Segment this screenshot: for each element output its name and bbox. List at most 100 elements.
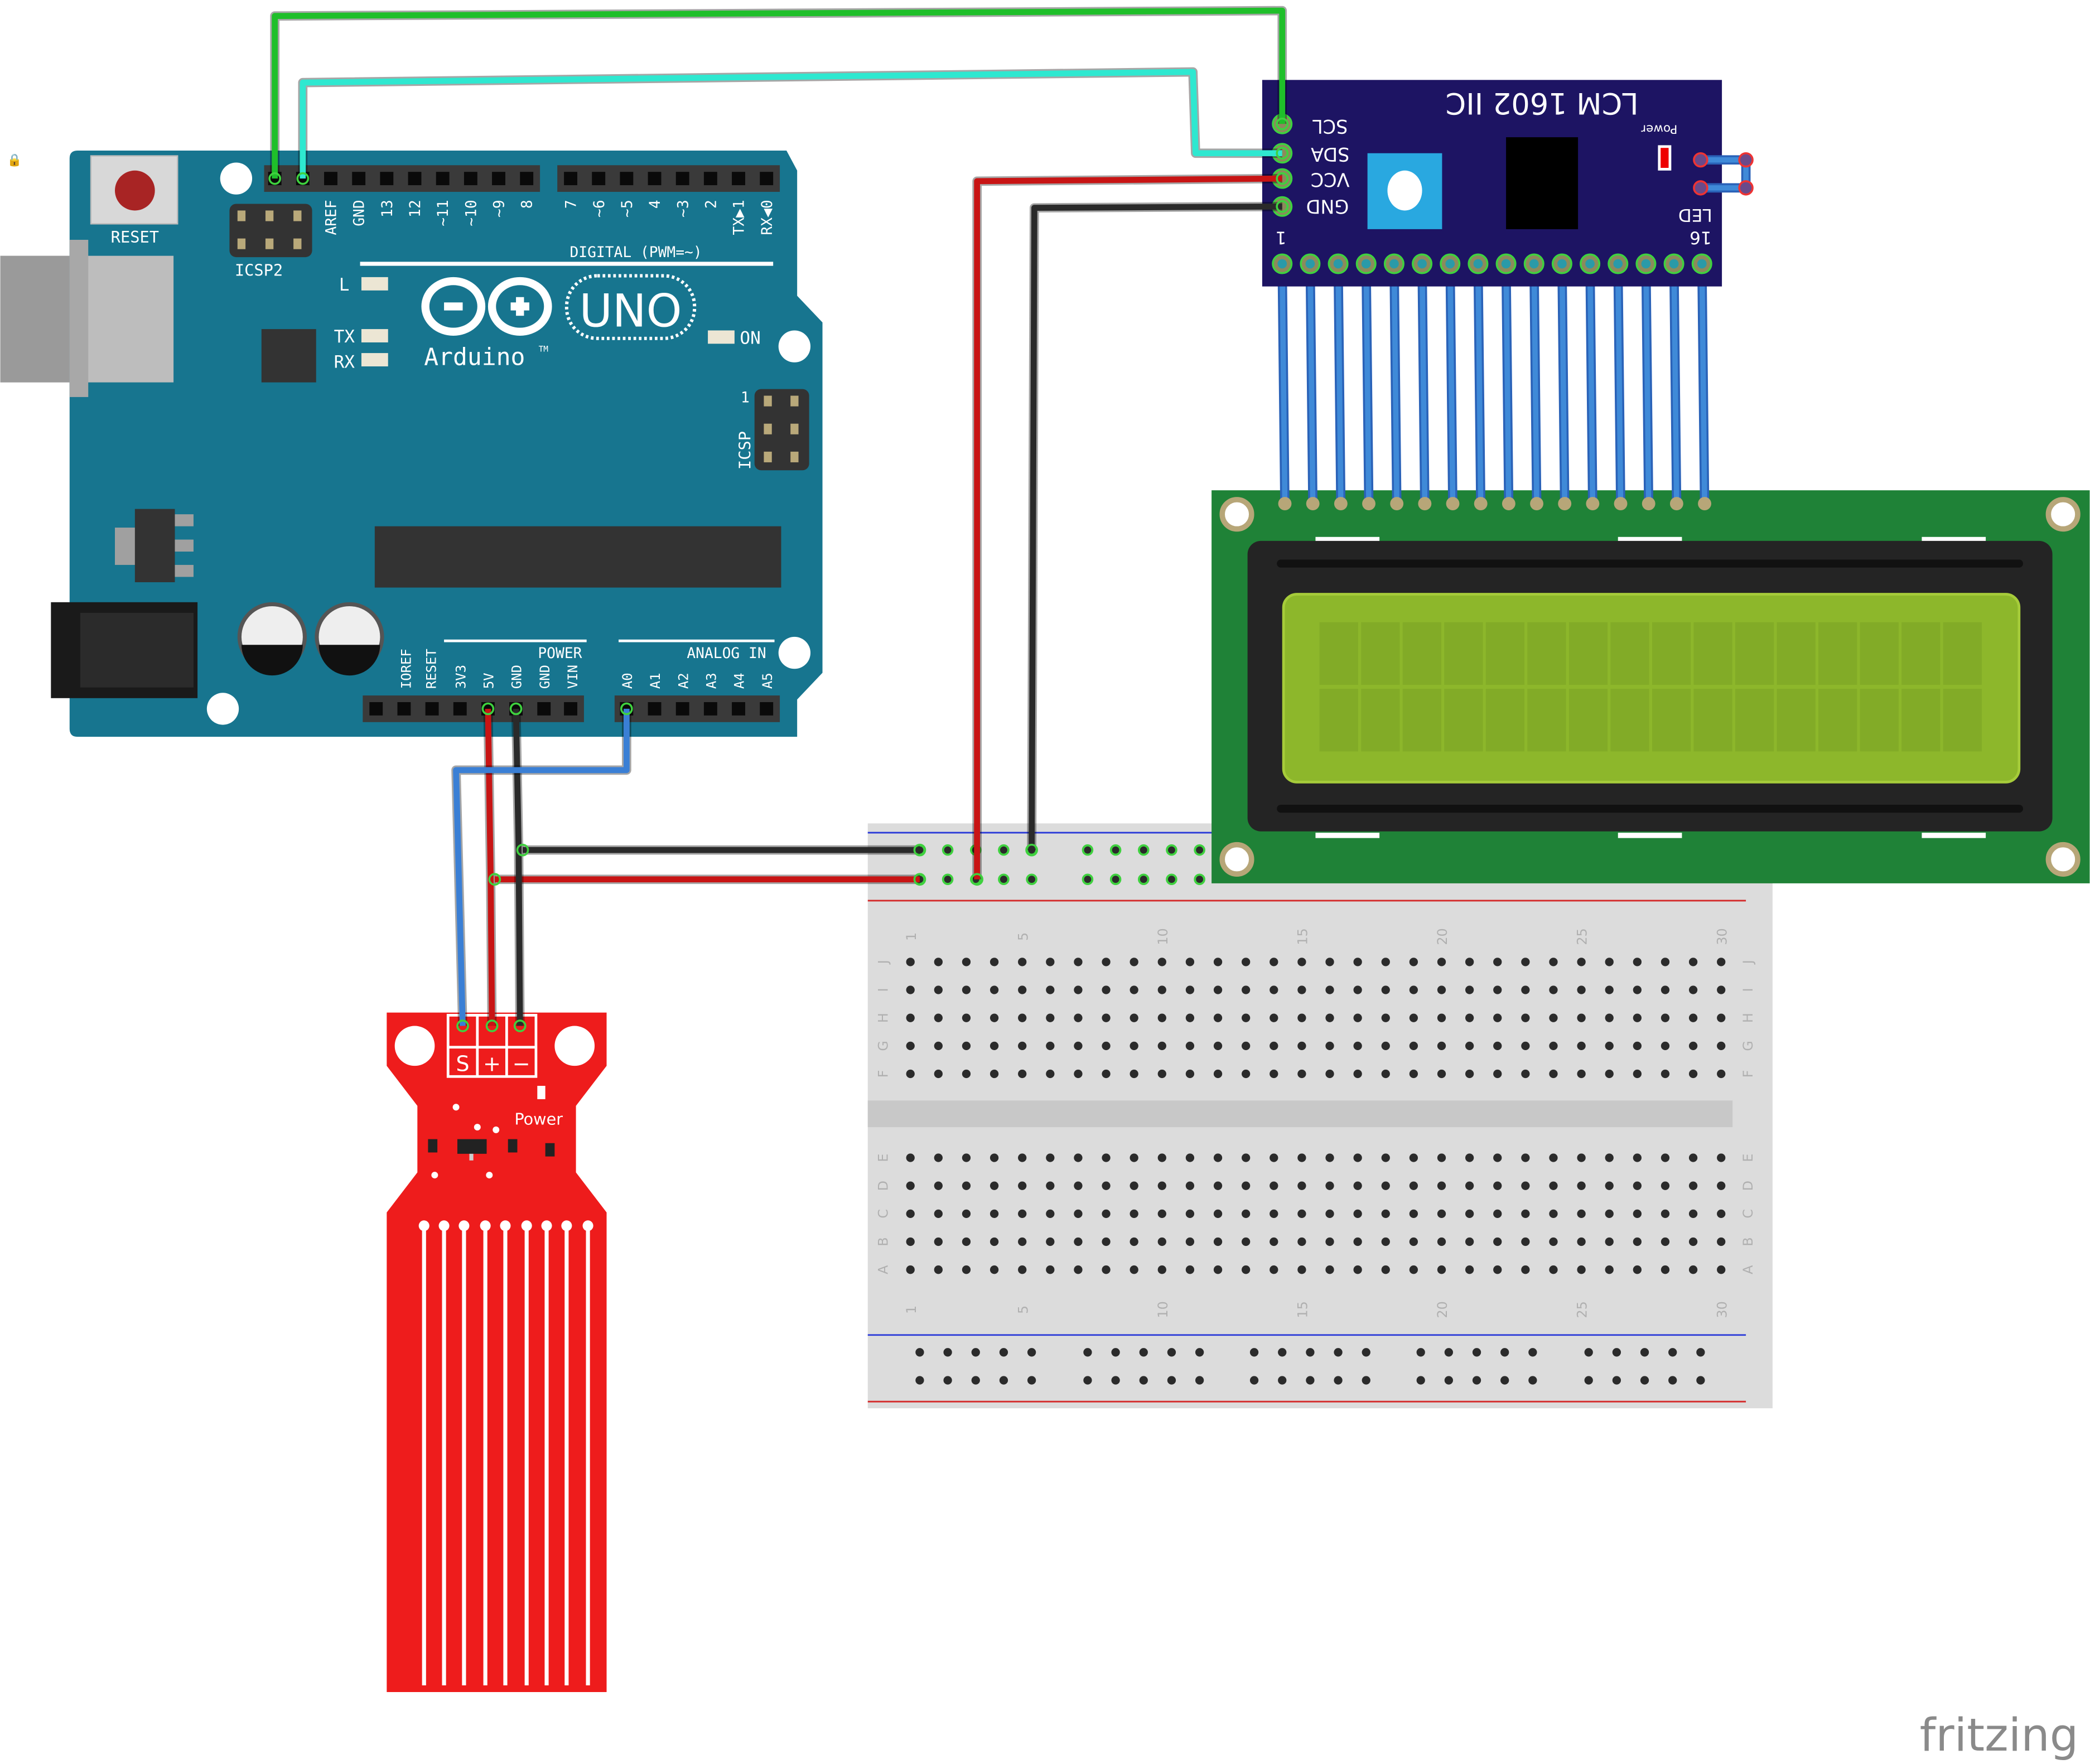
- breadboard-hole[interactable]: [1242, 1041, 1251, 1050]
- breadboard-hole[interactable]: [1605, 1041, 1614, 1050]
- breadboard-hole[interactable]: [906, 1041, 915, 1050]
- breadboard-hole[interactable]: [1353, 1181, 1362, 1190]
- breadboard-hole[interactable]: [1688, 1209, 1698, 1218]
- breadboard-hole[interactable]: [1437, 1265, 1446, 1274]
- lcd-wire[interactable]: [1671, 261, 1679, 506]
- breadboard-hole[interactable]: [1661, 1069, 1670, 1079]
- rail-hole[interactable]: [1139, 1348, 1148, 1357]
- breadboard-hole[interactable]: [1270, 1181, 1278, 1190]
- rail-hole[interactable]: [1362, 1376, 1370, 1385]
- breadboard-hole[interactable]: [1242, 1013, 1251, 1022]
- breadboard-hole[interactable]: [1297, 1265, 1306, 1274]
- breadboard-hole[interactable]: [962, 1181, 971, 1190]
- breadboard-hole[interactable]: [1465, 1153, 1474, 1162]
- breadboard-hole[interactable]: [1046, 1209, 1055, 1218]
- breadboard-hole[interactable]: [906, 985, 915, 994]
- breadboard-hole[interactable]: [1046, 958, 1055, 966]
- rail-hole[interactable]: [1584, 1376, 1593, 1385]
- breadboard-hole[interactable]: [1717, 958, 1726, 966]
- breadboard-hole[interactable]: [1213, 958, 1223, 966]
- breadboard-hole[interactable]: [1549, 958, 1558, 966]
- breadboard-hole[interactable]: [1242, 1181, 1251, 1190]
- breadboard-hole[interactable]: [1074, 1013, 1083, 1022]
- breadboard-hole[interactable]: [906, 958, 915, 966]
- header-pin[interactable]: [675, 172, 689, 186]
- header-pin[interactable]: [492, 172, 505, 186]
- breadboard-hole[interactable]: [1325, 1265, 1334, 1274]
- breadboard-hole[interactable]: [1074, 1237, 1083, 1246]
- breadboard-hole[interactable]: [1353, 1041, 1362, 1050]
- breadboard-hole[interactable]: [1102, 1237, 1111, 1246]
- breadboard-hole[interactable]: [934, 1265, 943, 1274]
- breadboard-hole[interactable]: [1717, 1237, 1726, 1246]
- breadboard-hole[interactable]: [1633, 1041, 1642, 1050]
- breadboard-hole[interactable]: [1213, 985, 1223, 994]
- rail-hole[interactable]: [1249, 1376, 1259, 1385]
- rail-hole[interactable]: [1109, 873, 1122, 885]
- breadboard-hole[interactable]: [1353, 1153, 1362, 1162]
- header-pin[interactable]: [703, 172, 717, 186]
- breadboard-hole[interactable]: [1717, 1265, 1726, 1274]
- breadboard-hole[interactable]: [1661, 1237, 1670, 1246]
- lcd-wire[interactable]: [1419, 261, 1428, 506]
- lcd-wire[interactable]: [1475, 261, 1484, 506]
- rail-hole[interactable]: [1139, 1376, 1148, 1385]
- breadboard-hole[interactable]: [1242, 1265, 1251, 1274]
- breadboard-hole[interactable]: [1381, 1041, 1390, 1050]
- breadboard-hole[interactable]: [1688, 1041, 1698, 1050]
- breadboard-hole[interactable]: [1577, 1069, 1586, 1079]
- breadboard-hole[interactable]: [1437, 1181, 1446, 1190]
- breadboard-hole[interactable]: [1633, 1013, 1642, 1022]
- rail-hole[interactable]: [1027, 1348, 1036, 1357]
- header-pin[interactable]: [592, 172, 606, 186]
- header-pin[interactable]: [564, 702, 577, 716]
- rail-hole[interactable]: [1640, 1348, 1649, 1357]
- breadboard-hole[interactable]: [1577, 1237, 1586, 1246]
- breadboard-hole[interactable]: [1493, 1209, 1502, 1218]
- breadboard-hole[interactable]: [1577, 1265, 1586, 1274]
- breadboard-hole[interactable]: [1074, 1153, 1083, 1162]
- breadboard-hole[interactable]: [1521, 1209, 1530, 1218]
- breadboard-hole[interactable]: [990, 1237, 999, 1246]
- lcd-wire[interactable]: [1363, 261, 1372, 506]
- header-pin[interactable]: [453, 702, 467, 716]
- breadboard-hole[interactable]: [1437, 985, 1446, 994]
- rail-hole[interactable]: [1082, 873, 1094, 885]
- rail-hole[interactable]: [1249, 1348, 1259, 1357]
- breadboard-hole[interactable]: [1130, 1181, 1138, 1190]
- breadboard-hole[interactable]: [1688, 1265, 1698, 1274]
- breadboard-hole[interactable]: [1157, 958, 1166, 966]
- rail-hole[interactable]: [998, 873, 1010, 885]
- potentiometer-knob[interactable]: [1387, 170, 1422, 211]
- breadboard-hole[interactable]: [1102, 985, 1111, 994]
- breadboard-hole[interactable]: [1270, 1041, 1278, 1050]
- breadboard-hole[interactable]: [1633, 1153, 1642, 1162]
- breadboard-hole[interactable]: [1688, 1181, 1698, 1190]
- breadboard-hole[interactable]: [1270, 1069, 1278, 1079]
- breadboard-hole[interactable]: [1157, 985, 1166, 994]
- reset-button[interactable]: [114, 170, 155, 211]
- breadboard-hole[interactable]: [1717, 1069, 1726, 1079]
- rail-hole[interactable]: [1640, 1376, 1649, 1385]
- breadboard-hole[interactable]: [1018, 1209, 1027, 1218]
- breadboard-hole[interactable]: [1688, 985, 1698, 994]
- breadboard-hole[interactable]: [1018, 958, 1027, 966]
- breadboard-hole[interactable]: [1409, 1153, 1418, 1162]
- breadboard-hole[interactable]: [1130, 1237, 1138, 1246]
- breadboard-hole[interactable]: [990, 1069, 999, 1079]
- breadboard-hole[interactable]: [1521, 1069, 1530, 1079]
- breadboard-hole[interactable]: [1353, 958, 1362, 966]
- breadboard-hole[interactable]: [1465, 1209, 1474, 1218]
- breadboard-hole[interactable]: [1493, 1181, 1502, 1190]
- breadboard-hole[interactable]: [1577, 1041, 1586, 1050]
- breadboard-hole[interactable]: [1661, 1041, 1670, 1050]
- breadboard-hole[interactable]: [1270, 958, 1278, 966]
- breadboard-hole[interactable]: [1074, 985, 1083, 994]
- breadboard-hole[interactable]: [1018, 1041, 1027, 1050]
- breadboard-hole[interactable]: [906, 1069, 915, 1079]
- breadboard-hole[interactable]: [934, 958, 943, 966]
- breadboard-hole[interactable]: [1353, 1265, 1362, 1274]
- breadboard-hole[interactable]: [1102, 1041, 1111, 1050]
- breadboard-hole[interactable]: [1213, 1265, 1223, 1274]
- breadboard-hole[interactable]: [1521, 1237, 1530, 1246]
